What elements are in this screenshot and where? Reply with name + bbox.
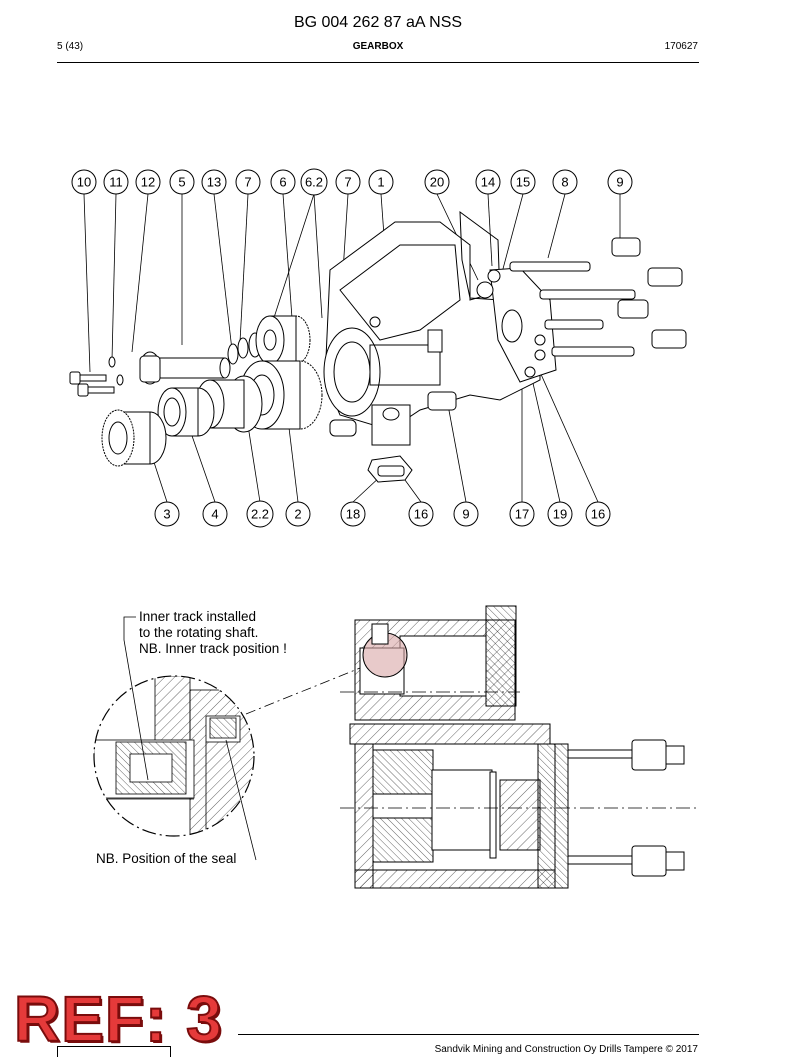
callout-label: 7: [344, 175, 351, 190]
nut-part: [427, 237, 687, 411]
callout-label: 11: [109, 175, 123, 190]
document-date: 170627: [664, 41, 698, 52]
callouts-bottom: [154, 500, 611, 528]
callouts-top: [71, 168, 633, 196]
callout-label: 3: [163, 507, 170, 522]
callout-label: 18: [346, 507, 360, 522]
callout-label: 7: [244, 175, 251, 190]
section-view: [340, 605, 700, 889]
callout-label: 2: [294, 507, 301, 522]
logo-box: [57, 1046, 171, 1057]
note-line: Inner track installed: [139, 609, 257, 624]
header-rule: [57, 62, 699, 63]
bolt-part: [69, 371, 115, 397]
exploded-parts: [69, 210, 687, 483]
callout-label: 2.2: [251, 507, 269, 522]
document-number: BG 004 262 87 aA NSS: [293, 14, 463, 31]
callout-label: 13: [207, 175, 221, 190]
callout-label: 10: [77, 175, 91, 190]
ring-part: [157, 387, 215, 437]
callout-label: 4: [211, 507, 218, 522]
callout-label: 19: [553, 507, 567, 522]
plate-part: [476, 267, 557, 383]
housing-part: [323, 221, 541, 446]
detail-view: [93, 616, 371, 861]
coupling-part: [101, 409, 167, 467]
section-title: GEARBOX: [352, 41, 404, 52]
note-line: to the rotating shaft.: [139, 625, 259, 640]
note-line: NB. Inner track position !: [139, 641, 287, 656]
callout-label: 6.2: [305, 175, 323, 190]
callout-label: 20: [430, 175, 444, 190]
footer-rule: [238, 1034, 699, 1035]
footer-copyright: Sandvik Mining and Construction Oy Drill…: [434, 1044, 698, 1055]
callout-label: 15: [516, 175, 530, 190]
gasket-part: [459, 210, 501, 301]
page-number: 5 (43): [57, 41, 84, 52]
seal-note: NB. Position of the seal: [96, 851, 237, 866]
callout-label: 16: [414, 507, 428, 522]
rod-part: [509, 261, 636, 357]
callout-label: 6: [279, 175, 286, 190]
callout-label: 9: [616, 175, 623, 190]
shaft-part: [139, 351, 231, 385]
callout-label: 8: [561, 175, 568, 190]
callout-label: 9: [462, 507, 469, 522]
callout-label: 14: [481, 175, 495, 190]
callout-label: 12: [141, 175, 155, 190]
callout-label: 17: [515, 507, 529, 522]
callout-label: 1: [377, 175, 384, 190]
ref-stamp: REF: 3: [13, 982, 223, 1056]
gear-part: [255, 315, 311, 365]
inner-track-note: Inner track installed to the rotating sh…: [139, 609, 287, 657]
callout-label: 16: [591, 507, 605, 522]
callout-label: 5: [178, 175, 185, 190]
